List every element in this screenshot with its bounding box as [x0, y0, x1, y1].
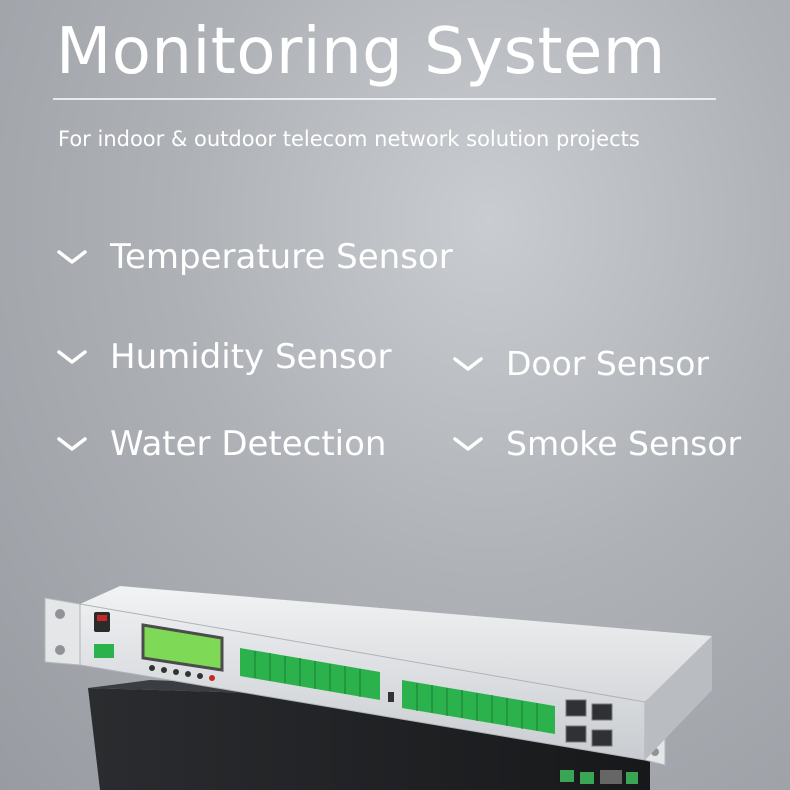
feature-humidity-sensor: Humidity Sensor [54, 335, 392, 379]
power-terminal [94, 644, 114, 658]
device-top-face [80, 586, 712, 702]
feature-water-detection: Water Detection [54, 422, 386, 466]
ethernet-port [591, 729, 613, 747]
lcd-screen [141, 623, 224, 672]
feature-label: Humidity Sensor [110, 337, 392, 377]
second-device-port [560, 770, 574, 782]
device-side-face [645, 636, 712, 760]
feature-smoke-sensor: Smoke Sensor [450, 422, 741, 466]
title-divider [53, 98, 716, 100]
chevron-down-icon [57, 437, 87, 451]
feature-temperature-sensor: Temperature Sensor [54, 235, 453, 279]
terminal-block-group-2 [402, 680, 555, 734]
rack-ear-hole [55, 609, 65, 619]
page-title: Monitoring System [56, 15, 666, 89]
rack-ear-hole [55, 645, 65, 655]
device-led [209, 675, 215, 681]
page-subtitle: For indoor & outdoor telecom network sol… [58, 127, 640, 151]
feature-label: Temperature Sensor [110, 237, 453, 277]
chevron-down-icon [57, 250, 87, 264]
feature-label: Water Detection [110, 424, 387, 464]
ethernet-port [565, 699, 587, 717]
usb-port [388, 692, 394, 702]
rack-ear-left [44, 597, 81, 666]
device-button [185, 671, 191, 677]
device-button [149, 665, 155, 671]
power-switch-indicator [97, 615, 107, 621]
chevron-down-icon [453, 437, 483, 451]
feature-door-sensor: Door Sensor [450, 342, 709, 386]
second-device-port [600, 770, 622, 784]
feature-label: Smoke Sensor [506, 424, 742, 463]
ethernet-port [591, 703, 613, 721]
second-device-port [580, 772, 594, 784]
ethernet-port [565, 725, 587, 743]
device-button [161, 667, 167, 673]
device-button [197, 673, 203, 679]
second-device-port [626, 772, 638, 784]
feature-label: Door Sensor [506, 344, 709, 383]
device-button [173, 669, 179, 675]
chevron-down-icon [453, 357, 483, 371]
chevron-down-icon [57, 350, 87, 364]
